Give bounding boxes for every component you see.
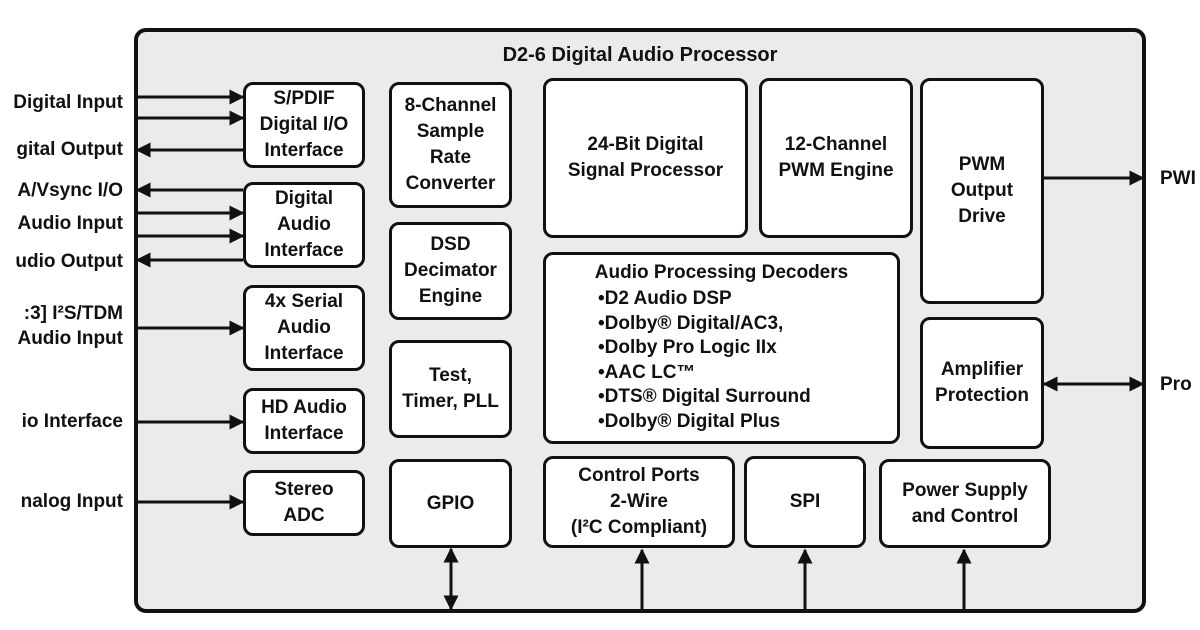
dsd-decimator-label: DSD Decimator Engine — [404, 234, 497, 307]
serial-audio-interface-label: 4x Serial Audio Interface — [264, 291, 344, 364]
i2s-tdm-label: :3] I²S/TDM — [23, 303, 123, 324]
decoder-item: •DTS® Digital Surround — [598, 386, 811, 407]
gpio-block: GPIO — [389, 459, 512, 548]
amplifier-protection-label: Amplifier Protection — [935, 359, 1029, 406]
protection-label: Pro — [1160, 374, 1192, 395]
sample-rate-converter-label: 8-Channel Sample Rate Converter — [404, 95, 497, 194]
pwm-output-drive-label: PWM Output Drive — [950, 154, 1014, 227]
decoder-item: •Dolby® Digital Plus — [598, 410, 781, 432]
decoder-item: •D2 Audio DSP — [598, 288, 732, 309]
digital-audio-interface-label: Digital Audio Interface — [264, 188, 344, 261]
digital-input-label: Digital Input — [13, 92, 123, 113]
serial-audio-interface-block: 4x Serial Audio Interface — [243, 285, 365, 371]
spi-block: SPI — [744, 456, 866, 548]
spdif-block-label: S/PDIF Digital I/O Interface — [259, 88, 349, 161]
hd-audio-interface-block-label: HD Audio Interface — [261, 397, 347, 444]
audio-input-label: Audio Input — [17, 213, 123, 234]
decoder-item: •Dolby Pro Logic IIx — [598, 337, 777, 358]
amplifier-protection-block: Amplifier Protection — [920, 317, 1044, 449]
gpio-label: GPIO — [426, 492, 475, 514]
power-supply-block: Power Supply and Control — [879, 459, 1051, 548]
control-ports-block: Control Ports 2-Wire (I²C Compliant) — [543, 456, 735, 548]
decoder-item: •Dolby® Digital/AC3, — [598, 312, 784, 334]
audio-output-label: udio Output — [15, 251, 123, 272]
test-timer-pll-block: Test, Timer, PLL — [389, 340, 512, 438]
decoder-item: •AAC LC™ — [598, 361, 696, 383]
control-ports-label: Control Ports 2-Wire (I²C Compliant) — [570, 465, 708, 538]
digital-audio-interface-block: Digital Audio Interface — [243, 182, 365, 268]
test-timer-pll-label: Test, Timer, PLL — [402, 365, 499, 412]
audio-decoders-block: Audio Processing Decoders •D2 Audio DSP … — [543, 252, 900, 444]
stereo-adc-block: Stereo ADC — [243, 470, 365, 536]
spi-label: SPI — [789, 491, 821, 512]
pwm-engine-label: 12-Channel PWM Engine — [778, 134, 894, 181]
dsp-label: 24-Bit Digital Signal Processor — [567, 134, 724, 181]
serial-audio-input-label: Audio Input — [17, 328, 123, 349]
pwm-engine-block: 12-Channel PWM Engine — [759, 78, 913, 238]
avsync-io-label: A/Vsync I/O — [17, 180, 123, 201]
hd-audio-interface-block: HD Audio Interface — [243, 388, 365, 454]
digital-output-label: gital Output — [16, 139, 123, 160]
audio-decoders-heading: Audio Processing Decoders — [594, 262, 849, 283]
dsp-block: 24-Bit Digital Signal Processor — [543, 78, 748, 238]
sample-rate-converter-block: 8-Channel Sample Rate Converter — [389, 82, 512, 208]
hd-audio-interface-label: io Interface — [21, 411, 123, 432]
chip-title: D2-6 Digital Audio Processor — [502, 44, 778, 66]
spdif-block: S/PDIF Digital I/O Interface — [243, 82, 365, 168]
analog-input-label: nalog Input — [20, 491, 123, 512]
pwm-output-label: PWI — [1160, 168, 1196, 189]
pwm-output-drive-block: PWM Output Drive — [920, 78, 1044, 304]
dsd-decimator-block: DSD Decimator Engine — [389, 222, 512, 320]
stereo-adc-label: Stereo ADC — [274, 479, 334, 526]
decoder-list: •D2 Audio DSP •Dolby® Digital/AC3, •Dolb… — [546, 287, 897, 434]
power-supply-label: Power Supply and Control — [902, 479, 1028, 527]
